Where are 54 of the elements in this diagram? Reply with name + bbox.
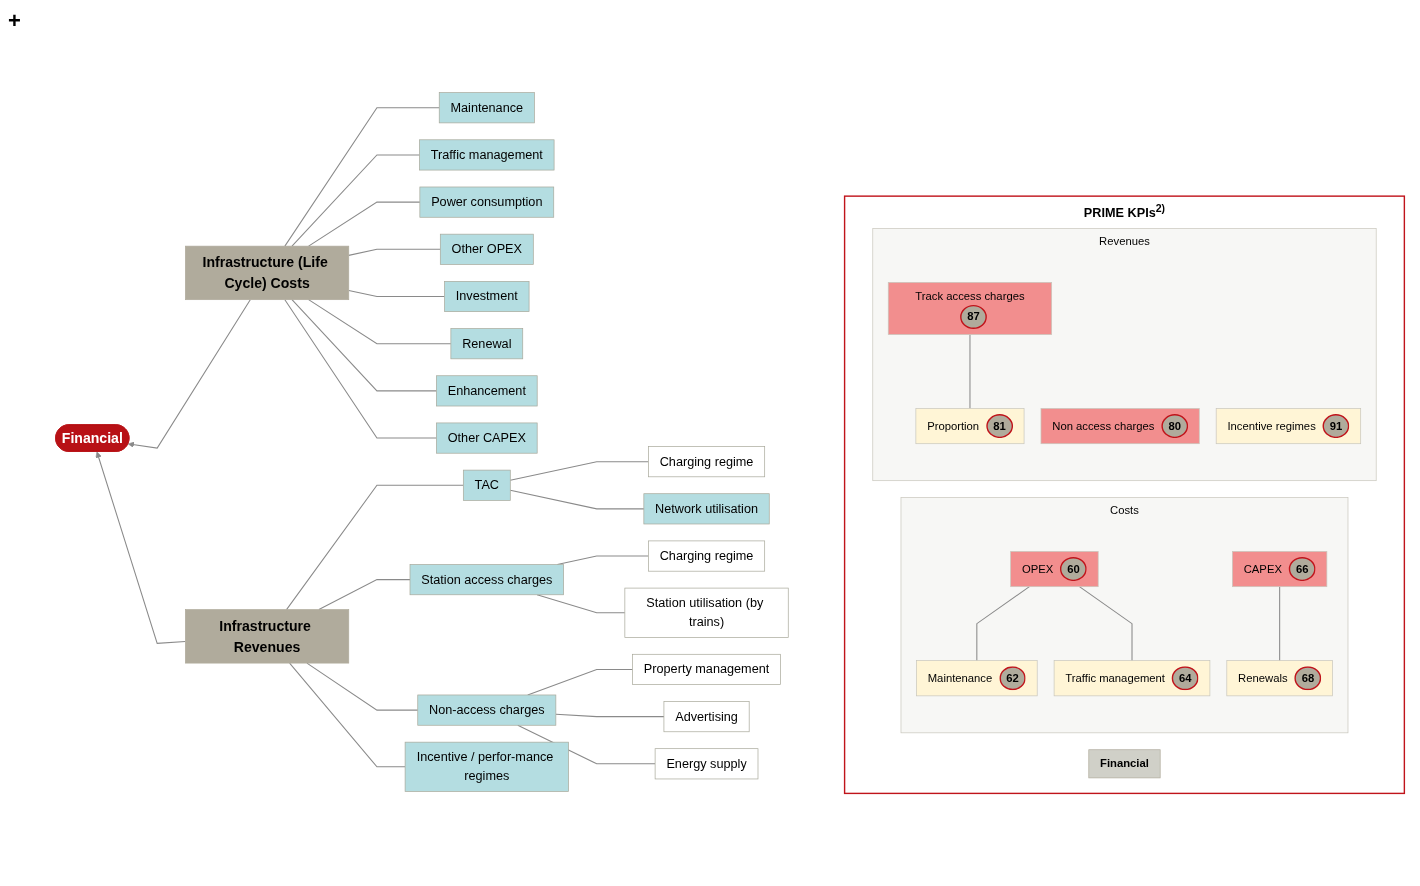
node-box: Station utilisation (by trains) bbox=[624, 587, 789, 638]
node-box: Energy supply bbox=[654, 748, 759, 780]
connector bbox=[509, 461, 649, 481]
arrow bbox=[95, 451, 186, 644]
node-box: Other OPEX bbox=[439, 233, 534, 265]
node-box: Financial bbox=[1088, 749, 1161, 779]
plus-sign: + bbox=[8, 8, 21, 34]
node-box: Maintenance bbox=[438, 92, 535, 124]
node-box: Maintenance 62 bbox=[916, 660, 1038, 697]
node-box: Incentive regimes 91 bbox=[1215, 408, 1362, 445]
node-box: Infrastructure Revenues bbox=[185, 609, 350, 664]
connector bbox=[976, 586, 1030, 662]
arrow bbox=[127, 299, 251, 449]
connector bbox=[969, 334, 971, 409]
node-box: Station access charges bbox=[409, 564, 564, 596]
connector bbox=[286, 484, 464, 611]
connector bbox=[308, 201, 421, 247]
connector bbox=[284, 299, 437, 439]
node-box: Enhancement bbox=[436, 375, 538, 407]
node-box: Property management bbox=[632, 653, 781, 685]
connector bbox=[291, 154, 421, 247]
node-box: Non access charges 80 bbox=[1040, 408, 1200, 445]
node-box: Renewals 68 bbox=[1226, 660, 1333, 697]
node-box: Network utilisation bbox=[643, 493, 770, 525]
node-box: Renewal bbox=[450, 328, 524, 360]
node-box: Other CAPEX bbox=[436, 422, 538, 454]
node-box: Investment bbox=[444, 281, 530, 312]
node-box: Charging regime bbox=[648, 446, 766, 478]
node-box: Advertising bbox=[663, 701, 750, 733]
node-box: OPEX 60 bbox=[1010, 551, 1099, 588]
node-box: Track access charges 87 bbox=[887, 282, 1052, 335]
connector bbox=[517, 724, 656, 765]
node-box: Proportion 81 bbox=[915, 408, 1025, 445]
node-box: Charging regime bbox=[648, 540, 766, 572]
connector bbox=[308, 299, 452, 345]
connector bbox=[1078, 586, 1133, 662]
connector bbox=[306, 662, 419, 711]
connector bbox=[555, 713, 665, 718]
node-box: CAPEX 66 bbox=[1232, 551, 1328, 588]
connector bbox=[348, 289, 446, 298]
node-box: TAC bbox=[462, 469, 511, 501]
node-box: Non-access charges bbox=[417, 694, 557, 726]
connector bbox=[318, 579, 411, 611]
connector bbox=[348, 248, 441, 256]
node-box: Traffic management bbox=[419, 139, 555, 171]
node-box: Incentive / perfor-mance regimes bbox=[404, 741, 569, 792]
connector bbox=[1279, 586, 1281, 662]
connector bbox=[289, 662, 406, 768]
connector bbox=[509, 489, 645, 510]
connector bbox=[291, 299, 437, 392]
node-box: Power consumption bbox=[419, 186, 555, 218]
node-box: Infrastructure (Life Cycle) Costs bbox=[185, 245, 350, 301]
node-box: Traffic management 64 bbox=[1053, 660, 1211, 697]
connector bbox=[284, 107, 440, 247]
